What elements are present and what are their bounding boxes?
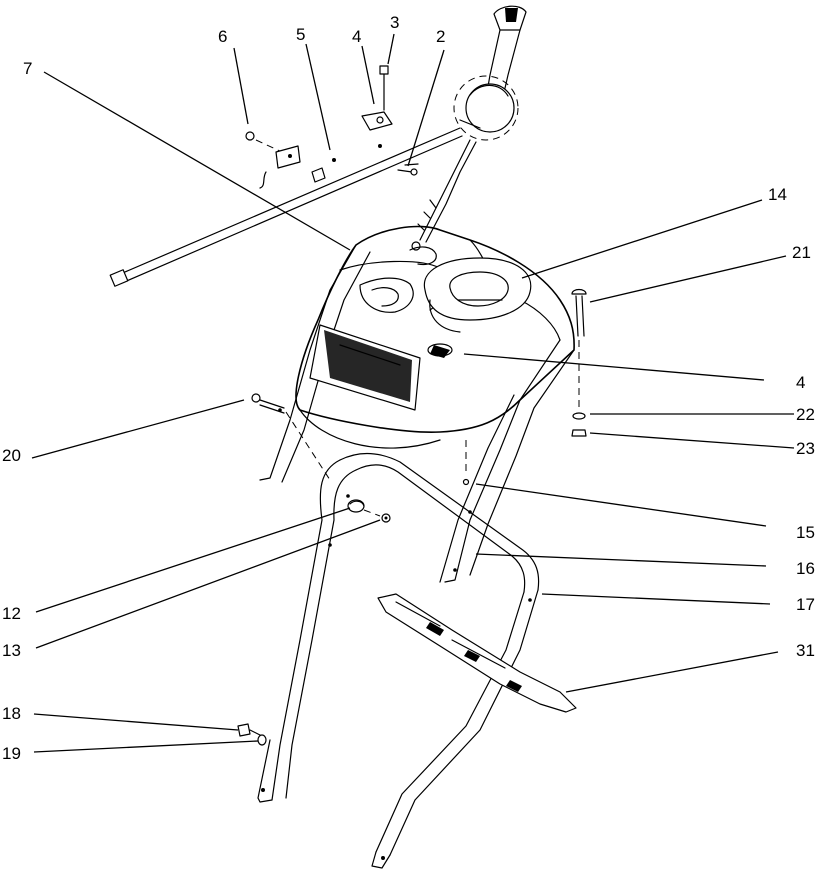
callout-14: 14: [768, 185, 787, 204]
bolt-part-18: [237, 723, 263, 737]
callout-18: 18: [2, 704, 21, 723]
strap-part-31: [377, 593, 577, 713]
nut-part-23: [571, 429, 587, 437]
bracket-part-5: [259, 145, 301, 189]
shift-rod: [109, 127, 463, 287]
callout-2: 2: [436, 27, 445, 46]
callout-16: 16: [796, 559, 815, 578]
callout-12: 12: [2, 604, 21, 623]
callout-31: 31: [796, 641, 815, 660]
screw-part-15: [462, 440, 470, 486]
spacer-part-12: [347, 499, 365, 513]
leader-lines: [31, 33, 795, 753]
callout-22: 22: [796, 405, 815, 424]
callout-4-top: 4: [352, 27, 361, 46]
boot-grommet: [423, 257, 532, 333]
shift-control-assembly: [411, 5, 527, 251]
washer-part-22: [572, 412, 586, 420]
callout-13: 13: [2, 641, 21, 660]
callout-3: 3: [390, 13, 399, 32]
nut-part-6: [245, 131, 283, 153]
washer-part-19: [257, 734, 267, 746]
callout-7: 7: [23, 59, 32, 78]
pin-part-2: [397, 168, 418, 176]
lower-handle: [257, 452, 540, 869]
callout-4-right: 4: [796, 373, 805, 392]
callout-6: 6: [218, 27, 227, 46]
upper-handle-right-arm: [439, 339, 575, 583]
callout-19: 19: [2, 744, 21, 763]
callout-21: 21: [792, 243, 811, 262]
control-panel: [295, 225, 575, 449]
callout-23: 23: [796, 439, 815, 458]
bolt-part-20: [251, 393, 331, 481]
callout-20: 20: [2, 446, 21, 465]
clip-part-4-top: [361, 111, 393, 131]
callout-15: 15: [796, 523, 815, 542]
bolt-part-3: [379, 65, 389, 111]
callout-5: 5: [296, 25, 305, 44]
nut-part-13: [363, 509, 391, 523]
callout-labels: 7 6 5 4 3 2 14 21 4 22 23 20 15 16 17 12…: [2, 13, 815, 763]
callout-17: 17: [796, 595, 815, 614]
bolt-part-21: [571, 288, 587, 410]
